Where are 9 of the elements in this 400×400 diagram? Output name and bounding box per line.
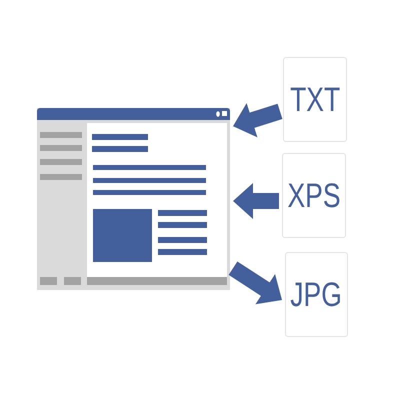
file-format-label: TXT [290, 82, 340, 116]
file-card [282, 153, 346, 238]
file-format-label: XPS [287, 178, 341, 212]
arrow [230, 103, 282, 138]
file-format-label: JPG [290, 278, 342, 312]
file-card [285, 252, 348, 337]
app-window-drawing [37, 108, 230, 290]
file-card [283, 57, 347, 142]
arrow [232, 183, 279, 219]
